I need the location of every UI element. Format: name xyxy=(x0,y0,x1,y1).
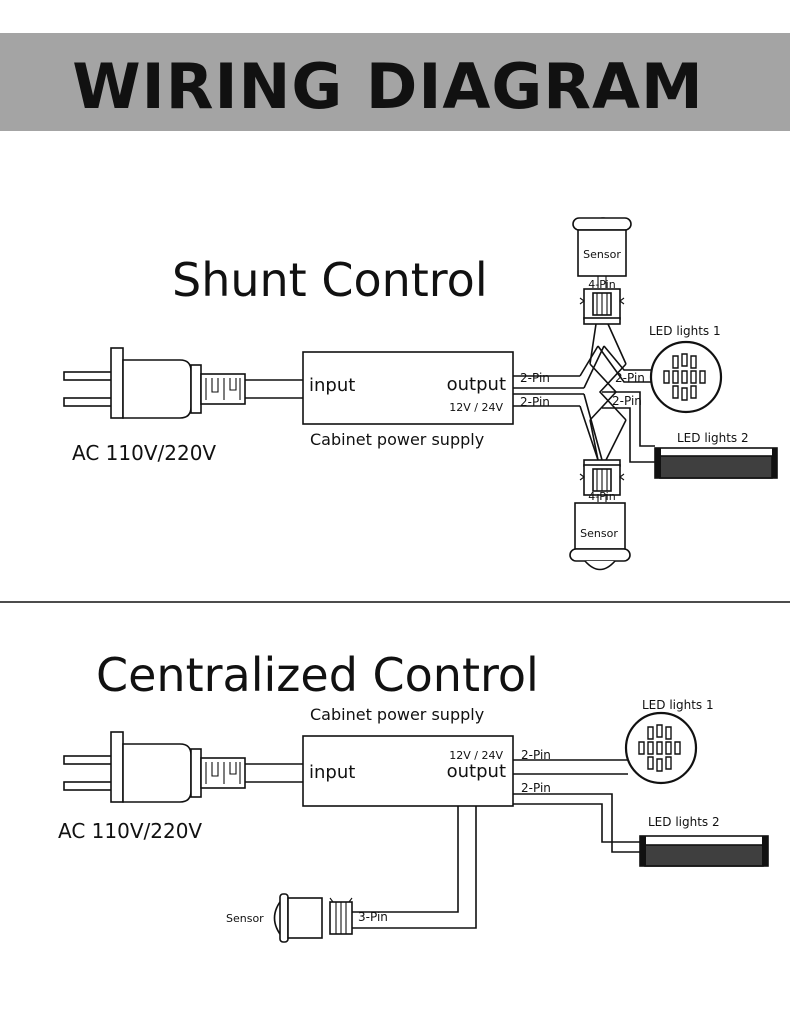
centralized-led1-label: LED lights 1 xyxy=(642,698,714,712)
shunt-wire-led2 xyxy=(602,391,655,463)
centralized-input-label: input xyxy=(309,762,355,783)
page-title: WIRING DIAGRAM xyxy=(72,50,703,123)
centralized-ac-label: AC 110V/220V xyxy=(58,819,202,843)
centralized-voltage-label: 12V / 24V xyxy=(449,749,503,762)
shunt-led2-label: LED lights 2 xyxy=(677,431,749,445)
shunt-sensor-bottom-pin: 4-Pin xyxy=(588,490,615,503)
centralized-led2-label: LED lights 2 xyxy=(648,815,720,829)
centralized-control-section: Centralized Control AC 110V/220V Cabinet… xyxy=(58,648,769,943)
shunt-voltage-label: 12V / 24V xyxy=(449,401,503,414)
centralized-wire-led2 xyxy=(513,793,644,853)
centralized-wire-led1 xyxy=(513,759,628,775)
shunt-sensor-top: Sensor 4-Pin xyxy=(572,217,632,325)
centralized-sensor-pin: 3-Pin xyxy=(358,910,388,924)
title-banner xyxy=(0,33,790,131)
shunt-pin-in-2: 2-Pin xyxy=(612,394,642,408)
shunt-output-cable-2 xyxy=(513,393,603,461)
shunt-heading: Shunt Control xyxy=(172,253,488,307)
centralized-heading: Centralized Control xyxy=(96,648,539,702)
centralized-sensor-icon xyxy=(273,893,353,943)
shunt-connector-top-icon xyxy=(579,288,625,320)
shunt-output-label: output xyxy=(447,374,506,395)
shunt-mains-cable xyxy=(245,379,303,399)
shunt-supply-label: Cabinet power supply xyxy=(310,430,484,449)
shunt-output-cable-1 xyxy=(513,345,605,389)
shunt-wire-led1 xyxy=(597,345,655,383)
shunt-sensor-top-pin: 4-Pin xyxy=(588,278,615,291)
shunt-control-section: Shunt Control AC 110V/220V input output … xyxy=(63,217,778,571)
centralized-led-lights-1-icon xyxy=(624,711,698,785)
centralized-sensor-cable xyxy=(352,806,477,929)
centralized-pin-out-2: 2-Pin xyxy=(521,781,551,795)
ac-plug-icon xyxy=(63,731,246,803)
shunt-input-label: input xyxy=(309,375,355,396)
shunt-pin-out-1: 2-Pin xyxy=(520,371,550,385)
shunt-pin-in-1: 2-Pin xyxy=(615,371,645,385)
shunt-sensor-top-label: Sensor xyxy=(583,248,621,261)
centralized-output-label: output xyxy=(447,761,506,782)
shunt-ac-label: AC 110V/220V xyxy=(72,441,216,465)
centralized-supply-label: Cabinet power supply xyxy=(310,705,484,724)
shunt-led1-label: LED lights 1 xyxy=(649,324,721,338)
ac-plug-icon xyxy=(63,347,246,419)
shunt-sensor-bottom-label: Sensor xyxy=(580,527,618,540)
centralized-sensor-label: Sensor xyxy=(226,912,264,925)
shunt-pin-out-2: 2-Pin xyxy=(520,395,550,409)
centralized-power-supply xyxy=(302,735,514,807)
centralized-mains-cable xyxy=(245,763,303,783)
shunt-power-supply xyxy=(302,351,514,425)
shunt-led-lights-1-icon xyxy=(649,340,723,414)
shunt-sensor-bottom: 4-Pin Sensor xyxy=(569,459,631,571)
shunt-led-lights-2-icon xyxy=(654,447,778,479)
centralized-led-lights-2-icon xyxy=(639,835,769,867)
centralized-pin-out-1: 2-Pin xyxy=(521,748,551,762)
